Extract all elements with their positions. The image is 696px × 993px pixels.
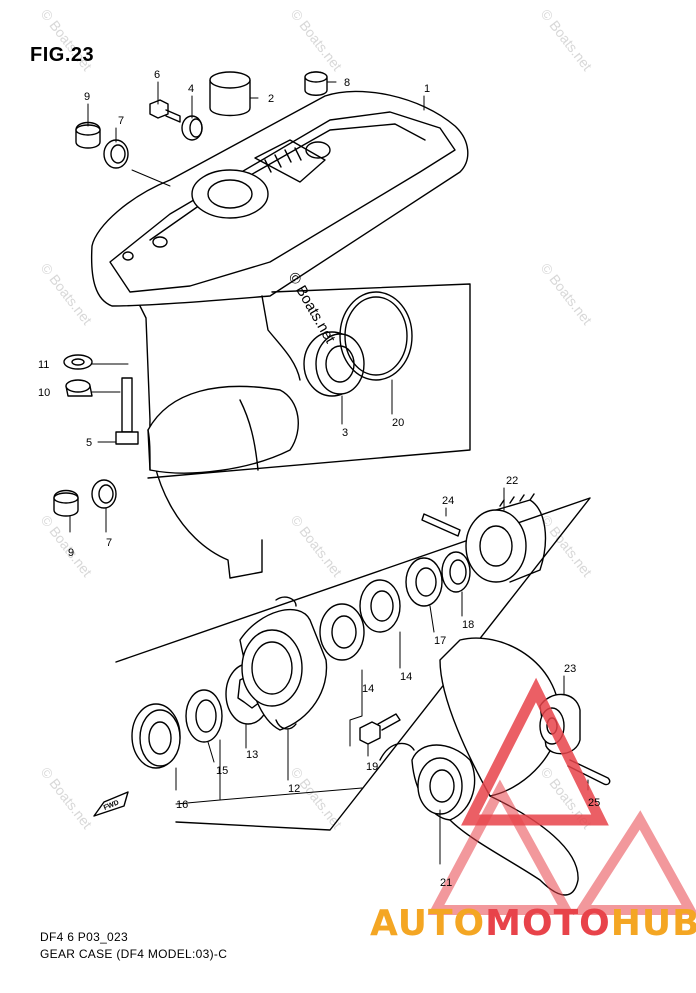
watermark-text: © Boats.net [38,512,96,580]
part-7-gasket-upper [103,139,129,169]
callout-2: 2 [268,93,274,105]
part-16-bearing [131,703,181,769]
part-17-ring [405,557,443,607]
part-2-bushing [209,71,251,117]
watermark-text: © Boats.net [38,260,96,328]
figure-code: DF4 6 P03_023 [40,930,128,944]
watermark-text: © Boats.net [538,260,596,328]
part-19-bolt [359,713,401,745]
part-18-washer [441,551,471,593]
callout-23: 23 [564,663,576,675]
callout-15: 15 [216,765,228,777]
part-24-pin [421,513,461,537]
part-20-o-ring [339,291,413,381]
callout-3: 3 [342,427,348,439]
part-14-bearing-b [359,579,401,633]
brand-logo-triangle [427,677,696,915]
part-10-nut [65,379,93,397]
callout-21: 21 [440,877,452,889]
callout-4: 4 [188,83,194,95]
callout-24: 24 [442,495,454,507]
part-7-gasket-lower [91,479,117,509]
callout-22: 22 [506,475,518,487]
callout-9: 9 [84,91,90,103]
callout-7: 7 [118,115,124,127]
part-14-bearing-a [319,603,365,661]
part-22-gear [465,493,547,583]
center-watermark: © Boats.net [285,270,339,347]
figure-title: FIG.23 [30,44,95,66]
callout-13: 13 [246,749,258,761]
watermark-text: © Boats.net [538,512,596,580]
figure-caption: GEAR CASE (DF4 MODEL:03)-C [40,947,228,961]
callout-5: 5 [86,437,92,449]
callout-20: 20 [392,417,404,429]
callout-10: 10 [38,387,50,399]
part-8-plug [304,71,328,96]
callout-14: 14 [400,671,412,683]
callout-25: 25 [588,797,600,809]
callout-19: 19 [366,761,378,773]
callout-labels: 1234567789910111213141415161718192021222… [38,69,600,889]
brand-part-auto: AUTO [370,903,486,944]
part-12-bearing-carrier [239,596,328,731]
callout-9: 9 [68,547,74,559]
callout-18: 18 [462,619,474,631]
part-4-washer [181,115,203,141]
callout-7: 7 [106,537,112,549]
brand-part-moto: MOTO [485,903,611,944]
callout-16: 16 [176,799,188,811]
callout-1: 1 [424,83,430,95]
callout-17: 17 [434,635,446,647]
leader-lines [69,81,589,865]
bracket-line-upper [147,283,471,479]
part-15-oil-seal [185,689,223,743]
part-25-cotter-pin [567,759,611,786]
callout-6: 6 [154,69,160,81]
callout-14: 14 [362,683,374,695]
gear-case-housing [90,90,469,579]
watermark-text: © Boats.net [288,512,346,580]
part-21-propeller [379,637,579,896]
part-6-bolt [149,99,181,123]
callout-8: 8 [344,77,350,89]
fwd-arrow [93,791,129,817]
brand-part-hub: HUB [610,903,696,944]
part-9-plug-lower [53,489,79,517]
callout-12: 12 [288,783,300,795]
watermark-text: © Boats.net [38,764,96,832]
watermark-text: © Boats.net [288,6,346,74]
part-11-washer [63,354,93,370]
callout-11: 11 [38,359,49,371]
brand-wordmark: AUTOMOTOHUB [370,903,696,944]
watermark-text: © Boats.net [538,6,596,74]
part-5-stud [115,377,139,445]
